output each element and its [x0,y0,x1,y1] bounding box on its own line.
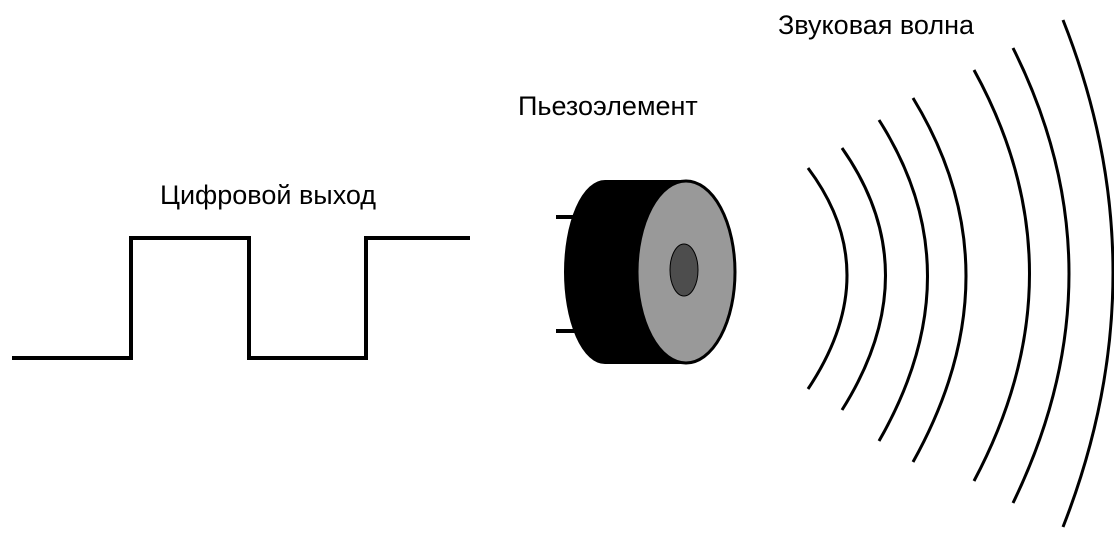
piezo-element [556,179,737,365]
sound-wave-arc-1 [806,167,849,390]
sound-wave-arc-6 [1011,47,1071,504]
square-wave-signal [12,236,470,360]
piezo-element-label: Пьезоэлемент [518,91,698,121]
sound-wave-arc-3 [877,119,929,442]
sound-wave-arc-5 [972,69,1031,482]
sound-wave-label: Звуковая волна [778,10,975,40]
sound-wave-arcs [806,19,1114,528]
piezo-center [669,243,699,297]
sound-wave-arc-4 [911,97,968,463]
sound-wave-arc-2 [840,147,887,411]
sound-wave-arc-7 [1061,19,1114,528]
digital-output-label: Цифровой выход [160,180,377,210]
